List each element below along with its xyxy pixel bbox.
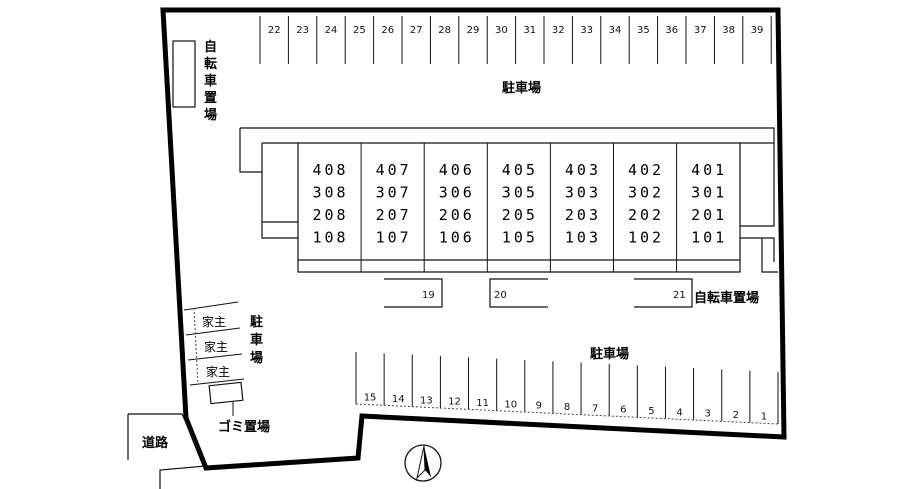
top-stall-number: 24 <box>325 25 338 36</box>
svg-text:自: 自 <box>204 39 217 55</box>
room-number: 203 <box>565 206 601 224</box>
top-stall-number: 27 <box>410 25 423 36</box>
top-stall-number: 37 <box>694 25 707 36</box>
bottom-stall-number: 1 <box>761 411 767 422</box>
bottom-stall-number: 10 <box>504 399 517 410</box>
bottom-stall-number: 5 <box>648 406 654 417</box>
bicycle-parking-top-label: 自 転 車 置 場 <box>204 39 217 123</box>
top-stall-number: 28 <box>438 25 451 36</box>
owner-space-3: 家主 <box>206 364 230 379</box>
bottom-stall-number: 14 <box>392 394 405 405</box>
bottom-stall-number: 3 <box>704 409 710 420</box>
svg-text:車: 車 <box>204 73 217 89</box>
bottom-stall-number: 6 <box>620 405 626 416</box>
room-number: 407 <box>376 161 412 179</box>
svg-text:置: 置 <box>204 91 217 106</box>
svg-text:転: 転 <box>204 56 217 72</box>
top-stall-number: 26 <box>381 25 394 36</box>
bottom-parking-stalls: 15 14 13 12 11 10 9 8 7 6 5 4 3 2 1 <box>355 352 779 424</box>
room-number: 403 <box>565 161 601 179</box>
room-number: 102 <box>628 229 664 247</box>
room-number: 105 <box>502 229 538 247</box>
room-number: 305 <box>502 184 538 202</box>
room-number: 302 <box>628 184 664 202</box>
room-number: 307 <box>376 184 412 202</box>
bottom-stall-number: 8 <box>564 402 570 413</box>
bottom-stall-number: 4 <box>676 407 682 418</box>
room-number: 103 <box>565 229 601 247</box>
road-outline <box>127 413 207 489</box>
top-stall-number: 33 <box>580 25 593 36</box>
room-number: 401 <box>691 161 727 179</box>
parking-stall-20 <box>489 278 548 308</box>
room-grid: 408 308 208 108 407 307 207 107 406 306 206 106 405 3… <box>297 143 727 272</box>
bottom-stall-number: 2 <box>733 410 739 421</box>
top-stall-number: 35 <box>637 25 650 36</box>
garbage-box <box>208 381 244 405</box>
stall-number-19: 19 <box>422 290 435 301</box>
garbage-label: ゴミ置場 <box>218 419 270 435</box>
bottom-stall-number: 13 <box>420 395 433 406</box>
bottom-stall-number: 12 <box>448 397 461 408</box>
room-number: 306 <box>439 184 475 202</box>
owner-parking: 家主 家主 家主 <box>183 301 245 386</box>
top-stall-number: 22 <box>268 25 281 36</box>
right-bicycle-area <box>761 238 778 273</box>
bottom-stall-number: 15 <box>364 393 377 404</box>
bottom-stall-number: 9 <box>536 401 542 412</box>
room-number: 106 <box>439 229 475 247</box>
road-label: 道路 <box>142 435 169 451</box>
owner-space-1: 家主 <box>202 314 226 329</box>
top-parking-stalls: 22 23 24 25 26 27 28 29 30 31 32 33 34 35 36 37 38 39 <box>259 16 772 64</box>
room-number: 406 <box>439 161 475 179</box>
parking-left-label: 駐 車 場 <box>250 314 263 366</box>
parking-bottom-label: 駐車場 <box>590 346 629 362</box>
bicycle-parking-right-label: 自転車置場 <box>694 290 759 306</box>
stall-number-20: 20 <box>494 290 507 301</box>
room-number: 108 <box>313 229 349 247</box>
bottom-stall-number: 11 <box>476 398 489 409</box>
room-number: 207 <box>376 206 412 224</box>
room-number: 206 <box>439 206 475 224</box>
top-stall-number: 29 <box>467 25 480 36</box>
building-outline <box>239 127 775 273</box>
bicycle-rack-top <box>172 40 196 108</box>
top-stall-number: 25 <box>353 25 366 36</box>
parking-stall-21 <box>634 278 693 308</box>
svg-text:車: 車 <box>250 332 263 348</box>
top-stall-number: 39 <box>751 25 764 36</box>
room-number: 301 <box>691 184 727 202</box>
svg-text:駐: 駐 <box>250 314 263 330</box>
room-number: 402 <box>628 161 664 179</box>
top-stall-number: 31 <box>523 25 536 36</box>
room-number: 303 <box>565 184 601 202</box>
room-number: 405 <box>502 161 538 179</box>
property-boundary <box>160 7 787 471</box>
top-stall-number: 38 <box>722 25 735 36</box>
room-number: 408 <box>313 161 349 179</box>
room-number: 208 <box>313 206 349 224</box>
top-stall-number: 34 <box>609 25 622 36</box>
parking-top-label: 駐車場 <box>502 80 541 96</box>
svg-text:場: 場 <box>250 350 263 366</box>
room-number: 308 <box>313 184 349 202</box>
top-stall-number: 32 <box>552 25 565 36</box>
owner-space-2: 家主 <box>204 339 228 354</box>
parking-stall-19 <box>384 278 443 308</box>
room-number: 101 <box>691 229 727 247</box>
room-number: 201 <box>691 206 727 224</box>
bottom-stall-dashed-line <box>355 403 779 425</box>
bottom-stall-number: 7 <box>592 403 598 414</box>
room-number: 202 <box>628 206 664 224</box>
top-stall-number: 36 <box>665 25 678 36</box>
top-stall-number: 23 <box>296 25 309 36</box>
stall-number-21: 21 <box>673 290 686 301</box>
room-number: 205 <box>502 206 538 224</box>
room-number: 107 <box>376 229 412 247</box>
top-stall-number: 30 <box>495 25 508 36</box>
north-arrow-icon <box>404 444 442 482</box>
svg-text:場: 場 <box>204 107 217 123</box>
